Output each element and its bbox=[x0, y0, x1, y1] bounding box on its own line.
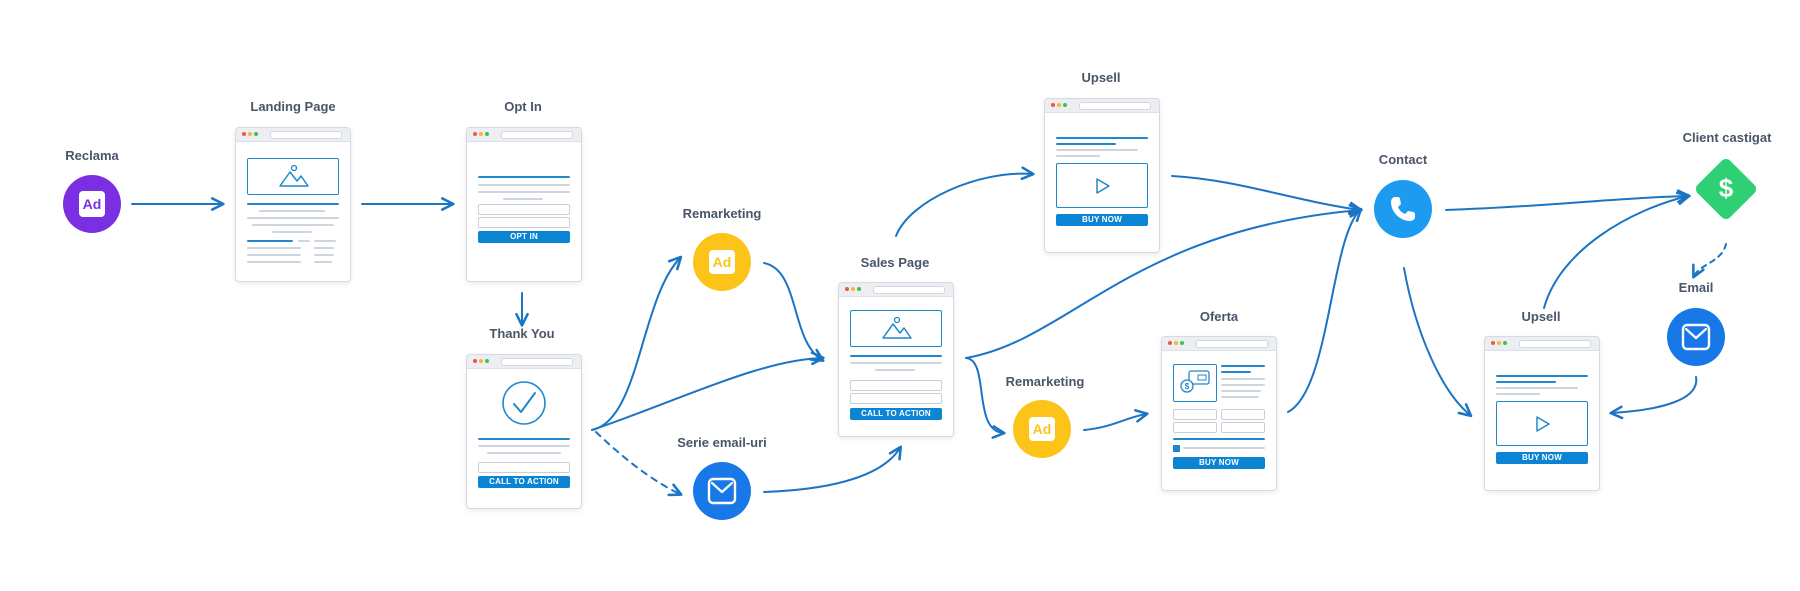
label-upsell-1: Upsell bbox=[1081, 70, 1121, 85]
arrow-thankyou-email bbox=[595, 431, 683, 497]
arrow-contact-upsell bbox=[1403, 267, 1473, 418]
sales-page-window: CALL TO ACTION bbox=[838, 282, 954, 437]
upsell-buy-button-1: BUY NOW bbox=[1056, 214, 1148, 226]
browser-bar bbox=[1045, 99, 1159, 113]
upsell-buy-button-2: BUY NOW bbox=[1496, 452, 1588, 464]
video-placeholder bbox=[1496, 401, 1588, 446]
svg-text:Ad: Ad bbox=[713, 254, 732, 270]
label-opt-in: Opt In bbox=[504, 99, 542, 114]
arrow-thankyou-sales bbox=[591, 351, 825, 431]
arrow-remarketing-oferta bbox=[1083, 409, 1149, 431]
label-remarketing-2: Remarketing bbox=[1005, 374, 1085, 389]
opt-in-field-1 bbox=[478, 204, 570, 215]
dollar-icon: $ bbox=[1719, 173, 1734, 203]
sales-field-1 bbox=[850, 380, 942, 391]
label-serie-email: Serie email-uri bbox=[677, 435, 767, 450]
arrow-upsell-client bbox=[1543, 191, 1691, 309]
oferta-buy-button: BUY NOW bbox=[1173, 457, 1265, 469]
landing-page-window bbox=[235, 127, 351, 282]
arrow-email-sales bbox=[763, 445, 903, 493]
oferta-field-2 bbox=[1221, 409, 1265, 420]
oferta-field-4 bbox=[1221, 422, 1265, 433]
arrow-contact-client bbox=[1445, 189, 1691, 211]
label-oferta: Oferta bbox=[1199, 309, 1239, 324]
arrow-oferta-contact bbox=[1287, 207, 1363, 413]
browser-bar bbox=[467, 128, 581, 142]
oferta-field-3 bbox=[1173, 422, 1217, 433]
oferta-field-1 bbox=[1173, 409, 1217, 420]
arrow-remarketing-sales bbox=[763, 262, 825, 363]
image-icon bbox=[279, 164, 309, 187]
label-upsell-2: Upsell bbox=[1521, 309, 1561, 324]
label-contact: Contact bbox=[1378, 152, 1428, 167]
envelope-icon bbox=[1681, 323, 1711, 351]
browser-bar bbox=[467, 355, 581, 369]
image-placeholder bbox=[247, 158, 339, 195]
video-placeholder bbox=[1056, 163, 1148, 208]
opt-in-field-2 bbox=[478, 217, 570, 228]
checkbox bbox=[1173, 445, 1180, 452]
payment-card: $ bbox=[1173, 364, 1217, 402]
browser-bar bbox=[236, 128, 350, 142]
play-icon bbox=[1536, 416, 1550, 432]
browser-bar bbox=[1162, 337, 1276, 351]
upsell-window-2: BUY NOW bbox=[1484, 336, 1600, 491]
upsell-window-1: BUY NOW bbox=[1044, 98, 1160, 253]
oferta-window: $ BUY NOW bbox=[1161, 336, 1277, 491]
label-sales-page: Sales Page bbox=[860, 255, 930, 270]
remarketing-node-1: Ad bbox=[693, 233, 751, 291]
thank-you-field bbox=[478, 462, 570, 473]
payment-icon: $ bbox=[1180, 370, 1210, 393]
opt-in-button: OPT IN bbox=[478, 231, 570, 243]
envelope-icon bbox=[707, 477, 737, 505]
arrow-upsell-contact bbox=[1171, 175, 1363, 216]
svg-text:$: $ bbox=[1185, 382, 1190, 391]
svg-text:Ad: Ad bbox=[83, 196, 102, 212]
arrow-sales-remarketing bbox=[965, 357, 1006, 439]
thank-you-cta-button: CALL TO ACTION bbox=[478, 476, 570, 488]
label-remarketing-1: Remarketing bbox=[682, 206, 762, 221]
image-icon bbox=[882, 316, 912, 339]
svg-text:$: $ bbox=[1719, 173, 1734, 203]
thank-you-window: CALL TO ACTION bbox=[466, 354, 582, 509]
label-email: Email bbox=[1678, 280, 1714, 295]
ad-icon: Ad bbox=[709, 250, 735, 274]
sales-field-2 bbox=[850, 393, 942, 404]
arrow-email-upsell bbox=[1609, 376, 1698, 420]
image-placeholder bbox=[850, 310, 942, 347]
arrow-client-email bbox=[1692, 243, 1727, 279]
email-node bbox=[1667, 308, 1725, 366]
browser-bar bbox=[839, 283, 953, 297]
arrow-thankyou-remarketing bbox=[591, 255, 683, 431]
serie-email-node bbox=[693, 462, 751, 520]
label-thank-you: Thank You bbox=[489, 326, 555, 341]
sales-cta-button: CALL TO ACTION bbox=[850, 408, 942, 420]
ad-icon: Ad bbox=[79, 191, 105, 217]
check-circle-icon bbox=[502, 381, 546, 425]
opt-in-window: OPT IN bbox=[466, 127, 582, 282]
svg-text:Ad: Ad bbox=[1033, 421, 1052, 437]
contact-node bbox=[1374, 180, 1432, 238]
label-reclama: Reclama bbox=[65, 148, 119, 163]
arrow-sales-contact bbox=[965, 204, 1363, 359]
ad-icon: Ad bbox=[1029, 417, 1055, 441]
browser-bar bbox=[1485, 337, 1599, 351]
remarketing-node-2: Ad bbox=[1013, 400, 1071, 458]
arrow-sales-upsell bbox=[895, 166, 1035, 237]
label-client-castigat: Client castigat bbox=[1682, 130, 1772, 145]
label-landing-page: Landing Page bbox=[250, 99, 336, 114]
reclama-node: Ad bbox=[63, 175, 121, 233]
play-icon bbox=[1096, 178, 1110, 194]
phone-icon bbox=[1391, 197, 1415, 221]
